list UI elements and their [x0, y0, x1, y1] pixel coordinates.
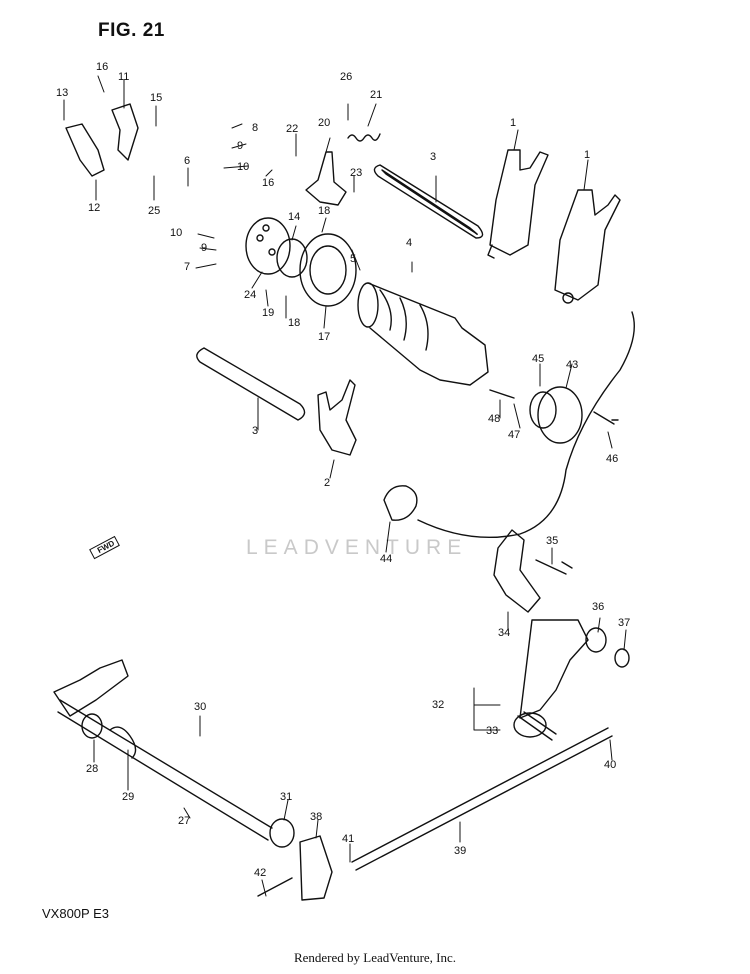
shift-fork-1b — [554, 189, 621, 304]
cam-plate-24 — [245, 217, 291, 275]
lever-12 — [65, 123, 105, 177]
bearing-17 — [299, 233, 357, 307]
lever-11 — [111, 103, 139, 161]
callout-18: 18 — [288, 317, 300, 329]
stopper-plate-20 — [305, 151, 347, 206]
spring-47 — [489, 389, 515, 399]
shift-fork-2 — [317, 379, 357, 456]
circlip-37 — [614, 648, 630, 668]
watermark: LEADVENTURE — [246, 536, 468, 559]
callout-32: 32 — [432, 699, 444, 711]
washer-36 — [585, 627, 607, 653]
callout-16: 16 — [96, 61, 108, 73]
callout-37: 37 — [618, 617, 630, 629]
callout-1: 1 — [510, 117, 516, 129]
callout-1: 1 — [584, 149, 590, 161]
callout-40: 40 — [604, 759, 616, 771]
render-credit: Rendered by LeadVenture, Inc. — [293, 950, 457, 965]
callout-42: 42 — [254, 867, 266, 879]
bolt-42 — [257, 877, 293, 897]
callout-27: 27 — [178, 815, 190, 827]
callout-6: 6 — [184, 155, 190, 167]
neutral-switch-lead — [383, 311, 635, 539]
model-code: VX800P E3 — [42, 906, 109, 921]
callout-26: 26 — [340, 71, 352, 83]
callout-30: 30 — [194, 701, 206, 713]
callout-47: 47 — [508, 429, 520, 441]
callout-21: 21 — [370, 89, 382, 101]
callout-3: 3 — [252, 425, 258, 437]
gearshift-lever-32 — [519, 619, 589, 719]
callout-13: 13 — [56, 87, 68, 99]
callout-4: 4 — [406, 237, 412, 249]
callout-29: 29 — [122, 791, 134, 803]
callout-43: 43 — [566, 359, 578, 371]
callout-45: 45 — [532, 353, 544, 365]
callout-19: 19 — [262, 307, 274, 319]
callout-15: 15 — [150, 92, 162, 104]
callout-14: 14 — [288, 211, 300, 223]
spring-29 — [109, 726, 137, 759]
gearshift-shaft-27 — [57, 699, 273, 841]
callout-8: 8 — [252, 122, 258, 134]
callout-36: 36 — [592, 601, 604, 613]
callout-3: 3 — [430, 151, 436, 163]
pedal-rubber-33 — [513, 711, 557, 741]
callout-44: 44 — [380, 553, 392, 565]
callout-2: 2 — [324, 477, 330, 489]
spring-21 — [347, 133, 381, 142]
arm-38 — [299, 835, 333, 901]
callout-24: 24 — [244, 289, 256, 301]
callout-20: 20 — [318, 117, 330, 129]
callout-17: 17 — [318, 331, 330, 343]
callout-31: 31 — [280, 791, 292, 803]
callout-9: 9 — [237, 140, 243, 152]
callout-10: 10 — [170, 227, 182, 239]
callout-39: 39 — [454, 845, 466, 857]
callout-11: 11 — [118, 71, 129, 83]
callout-28: 28 — [86, 763, 98, 775]
shift-drum — [357, 282, 489, 386]
callout-34: 34 — [498, 627, 510, 639]
part-callouts: 1123345678991010111213141516161718181920… — [56, 61, 630, 879]
shift-fork-1a — [487, 149, 549, 259]
callout-12: 12 — [88, 202, 100, 214]
callout-23: 23 — [350, 167, 362, 179]
callout-33: 33 — [486, 725, 498, 737]
callout-46: 46 — [606, 453, 618, 465]
lever-34 — [493, 529, 541, 613]
callout-48: 48 — [488, 413, 500, 425]
callout-38: 38 — [310, 811, 322, 823]
callout-10: 10 — [237, 161, 249, 173]
callout-35: 35 — [546, 535, 558, 547]
gear-position-switch — [529, 386, 583, 444]
shift-fork-shaft-lower — [196, 347, 306, 421]
callout-16: 16 — [262, 177, 274, 189]
shift-arm — [53, 659, 129, 717]
callout-7: 7 — [184, 261, 190, 273]
bolt-35 — [535, 559, 573, 575]
oil-seal-31 — [269, 818, 295, 848]
callout-18: 18 — [318, 205, 330, 217]
link-rod-39 — [351, 727, 613, 871]
figure-title: FIG. 21 — [98, 20, 165, 41]
callout-9: 9 — [201, 242, 207, 254]
bolt-46 — [593, 411, 619, 425]
collar-28 — [81, 713, 103, 739]
callout-41: 41 — [342, 833, 354, 845]
o-ring-14 — [276, 238, 308, 278]
callout-25: 25 — [148, 205, 160, 217]
callout-5: 5 — [350, 253, 356, 265]
shift-fork-shaft-upper — [373, 164, 484, 239]
callout-22: 22 — [286, 123, 298, 135]
